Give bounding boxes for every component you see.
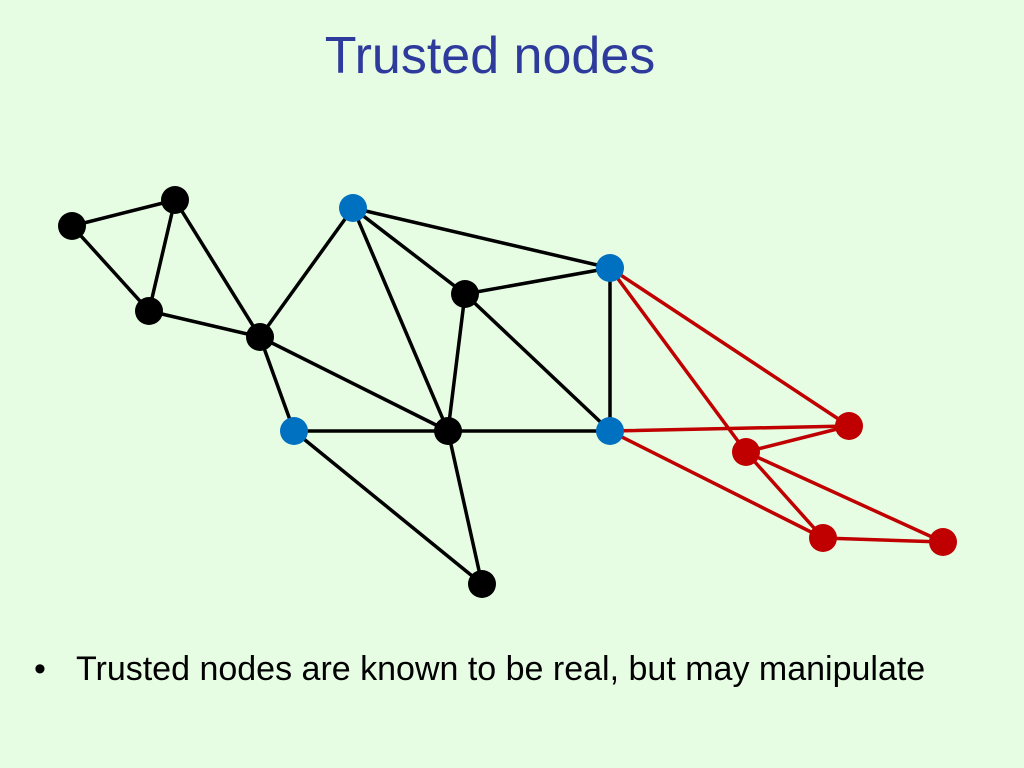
trusted-node-n5 bbox=[339, 194, 367, 222]
sybil-node-s1 bbox=[835, 412, 863, 440]
nodes-layer bbox=[58, 186, 957, 598]
bullet-list: • Trusted nodes are known to be real, bu… bbox=[30, 646, 990, 692]
edge-n6-n11 bbox=[292, 429, 484, 586]
honest-node-n7 bbox=[451, 280, 479, 308]
bullet-item: • Trusted nodes are known to be real, bu… bbox=[30, 646, 990, 692]
slide-title: Trusted nodes bbox=[324, 27, 656, 85]
honest-node-n8 bbox=[434, 417, 462, 445]
edge-n3-n4 bbox=[147, 309, 262, 339]
edge-n7-n10 bbox=[463, 292, 612, 433]
edge-n7-n9 bbox=[463, 266, 612, 296]
trusted-node-n10 bbox=[596, 417, 624, 445]
attack-edge-n9-s1 bbox=[608, 266, 851, 428]
edge-n2-n3 bbox=[147, 198, 177, 313]
trusted-node-n6 bbox=[280, 417, 308, 445]
edges-layer bbox=[70, 198, 945, 586]
edge-n7-n8 bbox=[446, 292, 467, 433]
sybil-node-s3 bbox=[809, 524, 837, 552]
attack-edge-s2-s4 bbox=[744, 450, 945, 544]
bullet-text: Trusted nodes are known to be real, but … bbox=[76, 650, 926, 688]
attack-edge-s2-s3 bbox=[744, 450, 825, 540]
edge-n5-n7 bbox=[351, 206, 467, 296]
honest-node-n1 bbox=[58, 212, 86, 240]
honest-node-n3 bbox=[135, 297, 163, 325]
bullet-mark: • bbox=[34, 650, 46, 688]
sybil-node-s4 bbox=[929, 528, 957, 556]
edge-n1-n3 bbox=[70, 224, 151, 313]
sybil-node-s2 bbox=[732, 438, 760, 466]
attack-edge-n10-s3 bbox=[608, 429, 825, 540]
trusted-node-n9 bbox=[596, 254, 624, 282]
attack-edge-n10-s1 bbox=[608, 424, 851, 433]
attack-edge-n9-s2 bbox=[608, 266, 748, 454]
edge-n5-n8 bbox=[351, 206, 450, 433]
edge-n4-n8 bbox=[258, 335, 450, 433]
edge-n4-n6 bbox=[258, 335, 296, 433]
honest-node-n11 bbox=[468, 570, 496, 598]
attack-edge-s3-s4 bbox=[821, 536, 945, 544]
honest-node-n2 bbox=[161, 186, 189, 214]
edge-n5-n9 bbox=[351, 206, 612, 270]
attack-edge-s1-s2 bbox=[744, 424, 851, 454]
edge-n4-n5 bbox=[258, 206, 355, 339]
honest-node-n4 bbox=[246, 323, 274, 351]
edge-n2-n4 bbox=[173, 198, 262, 339]
edge-n1-n2 bbox=[70, 198, 177, 228]
edge-n8-n11 bbox=[446, 429, 484, 586]
